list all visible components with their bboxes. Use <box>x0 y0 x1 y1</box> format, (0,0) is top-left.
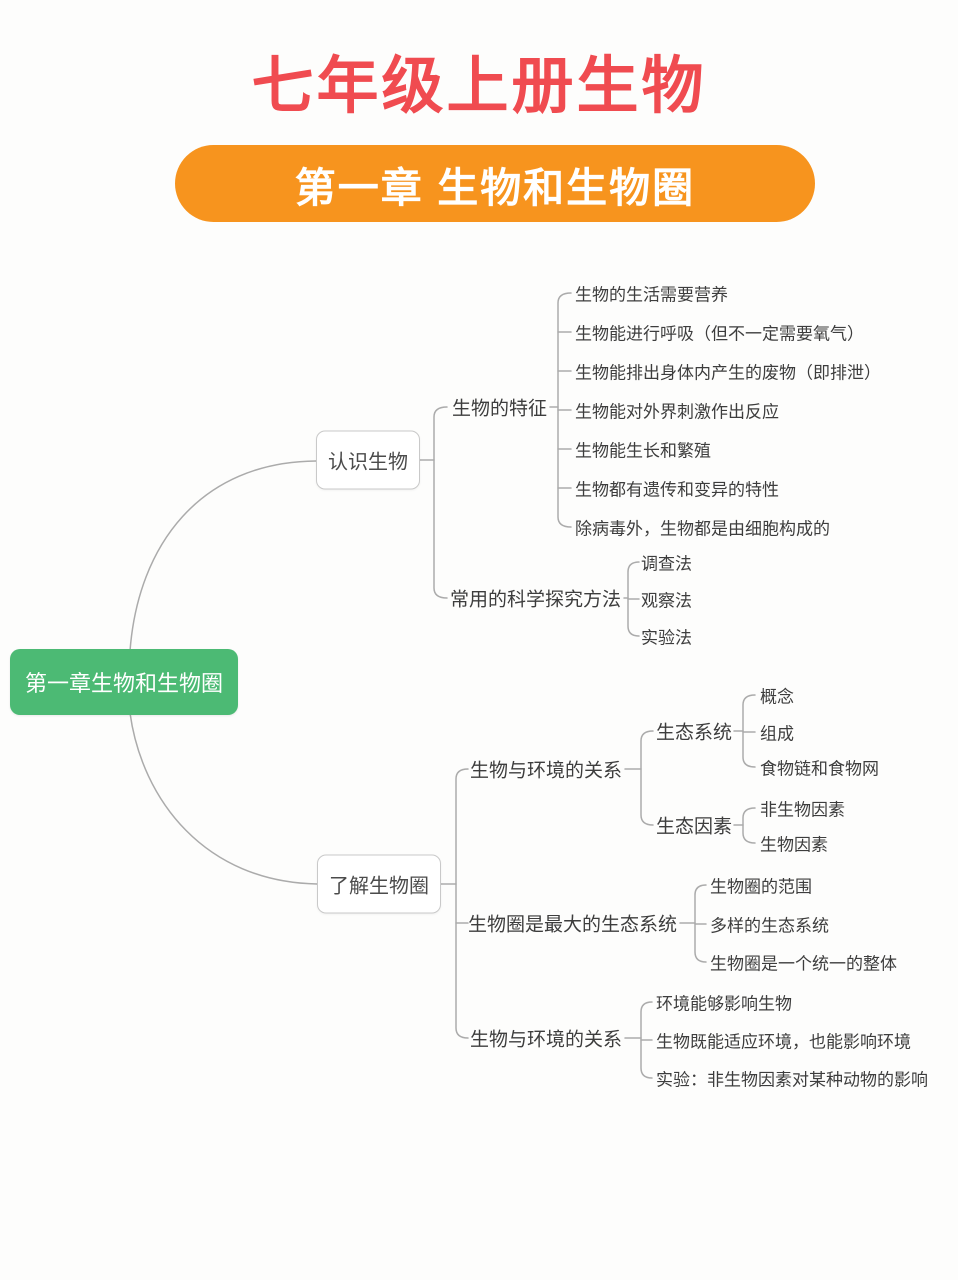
leaf-item: 实验：非生物因素对某种动物的影响 <box>656 1070 928 1090</box>
leaf-item: 生物因素 <box>760 835 828 855</box>
leaf-item: 生物能对外界刺激作出反应 <box>575 402 779 422</box>
topic-biosphere-largest-ecosystem: 生物圈是最大的生态系统 <box>468 914 678 936</box>
leaf-item: 多样的生态系统 <box>710 916 829 936</box>
branch-node-know-biosphere: 了解生物圈 <box>317 854 441 914</box>
leaf-item: 非生物因素 <box>760 800 845 820</box>
topic-ecosystem: 生态系统 <box>656 722 733 744</box>
leaf-item: 生物都有遗传和变异的特性 <box>575 480 779 500</box>
leaf-item: 生物的生活需要营养 <box>575 285 728 305</box>
leaf-item: 组成 <box>760 724 794 744</box>
leaf-item: 概念 <box>760 687 794 707</box>
chapter-banner: 第一章 生物和生物圈 <box>175 145 815 222</box>
topic-bio-environment-relation-2: 生物与环境的关系 <box>470 1029 623 1051</box>
leaf-item: 生物圈是一个统一的整体 <box>710 954 897 974</box>
topic-bio-environment-relation-1: 生物与环境的关系 <box>470 760 623 782</box>
topic-ecological-factors: 生态因素 <box>656 816 733 838</box>
chapter-banner-label: 第一章 生物和生物圈 <box>294 164 696 211</box>
branch-node-know-organisms: 认识生物 <box>316 430 420 490</box>
leaf-item: 生物既能适应环境，也能影响环境 <box>656 1032 911 1052</box>
leaf-item: 生物能进行呼吸（但不一定需要氧气） <box>575 324 864 344</box>
leaf-item: 观察法 <box>641 591 692 611</box>
leaf-item: 生物圈的范围 <box>710 877 812 897</box>
topic-bio-characteristics: 生物的特征 <box>452 398 548 420</box>
leaf-item: 生物能生长和繁殖 <box>575 441 711 461</box>
leaf-item: 实验法 <box>641 628 692 648</box>
topic-research-methods: 常用的科学探究方法 <box>450 589 622 611</box>
page-title: 七年级上册生物 <box>251 52 707 121</box>
leaf-item: 食物链和食物网 <box>760 759 879 779</box>
leaf-item: 除病毒外，生物都是由细胞构成的 <box>575 519 830 539</box>
leaf-item: 环境能够影响生物 <box>656 994 792 1014</box>
leaf-item: 生物能排出身体内产生的废物（即排泄） <box>575 363 881 383</box>
connector-lines <box>129 292 756 1079</box>
leaf-item: 调查法 <box>641 554 692 574</box>
root-node: 第一章生物和生物圈 <box>10 649 239 715</box>
